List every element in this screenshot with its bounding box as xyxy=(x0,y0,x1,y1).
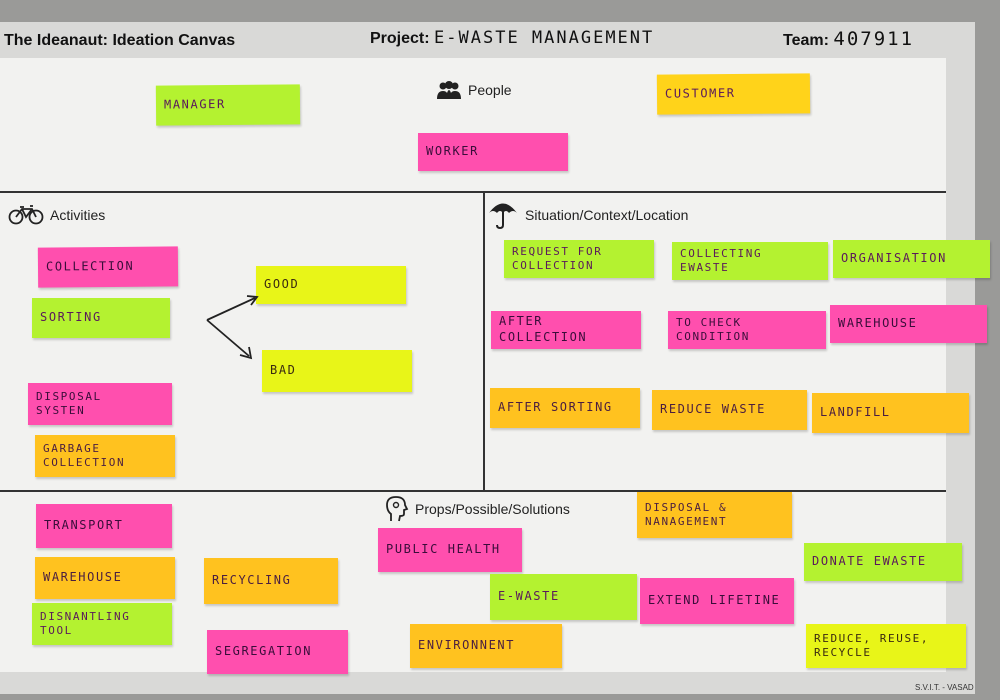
note-after-sorting: AFTER SORTING xyxy=(490,388,640,428)
section-props: Props/Possible/Solutions xyxy=(385,495,570,523)
note-customer: CUSTOMER xyxy=(656,73,811,115)
note-garbage-collection: GARBAGE COLLECTION xyxy=(35,435,175,477)
note-donate-ewaste: DONATE EWASTE xyxy=(804,543,962,581)
note-manager: MANAGER xyxy=(155,84,301,126)
umbrella-icon xyxy=(489,203,517,230)
canvas-title: The Ideanaut: Ideation Canvas xyxy=(4,32,236,49)
divider-activities-situation xyxy=(483,191,485,491)
note-organisation: ORGANISATION xyxy=(833,240,990,278)
project-header: Project: E-WASTE MANAGEMENT xyxy=(370,28,654,48)
note-transport: TRANSPORT xyxy=(36,504,172,548)
project-label: Project: xyxy=(370,30,430,47)
bicycle-icon xyxy=(8,205,44,225)
footer-stamp: S.V.I.T. - VASAD xyxy=(915,683,974,692)
note-collecting-ewaste: COLLECTING EWASTE xyxy=(672,242,828,280)
section-activities-label: Activities xyxy=(50,207,106,223)
section-props-label: Props/Possible/Solutions xyxy=(415,501,570,517)
section-situation: Situation/Context/Location xyxy=(487,200,688,230)
note-after-collection: AFTER COLLECTION xyxy=(491,311,641,349)
divider-props xyxy=(0,490,946,492)
people-icon xyxy=(437,81,461,99)
note-segregation: SEGREGATION xyxy=(207,630,348,674)
note-extend-lifetime: EXTEND LIFETINE xyxy=(640,578,794,624)
note-sorting: SORTING xyxy=(32,298,170,338)
section-people-label: People xyxy=(468,82,512,98)
section-people: People xyxy=(436,80,512,100)
note-environment: ENVIRONNENT xyxy=(410,624,562,668)
note-good: GOOD xyxy=(256,266,406,304)
note-landfill: LANDFILL xyxy=(812,393,969,433)
team-header: Team: 407911 xyxy=(783,28,914,50)
branch-arrows xyxy=(206,295,259,360)
project-value: E-WASTE MANAGEMENT xyxy=(434,28,655,48)
team-label: Team: xyxy=(783,32,829,49)
note-warehouse-situation: WAREHOUSE xyxy=(830,305,987,343)
note-reduce-reuse-recycle: REDUCE, REUSE, RECYCLE xyxy=(806,624,966,668)
note-public-health: PUBLIC HEALTH xyxy=(378,528,522,572)
note-to-check-condition: TO CHECK CONDITION xyxy=(668,311,826,349)
note-disposal-system: DISPOSAL SYSTEN xyxy=(28,383,172,425)
section-activities: Activities xyxy=(8,205,105,225)
note-request-for-collection: REQUEST FOR COLLECTION xyxy=(504,240,654,278)
note-bad: BAD xyxy=(262,350,412,392)
note-warehouse-props: WAREHOUSE xyxy=(35,557,175,599)
note-reduce-waste: REDUCE WASTE xyxy=(652,390,807,430)
note-collection: COLLECTION xyxy=(37,246,179,288)
team-value: 407911 xyxy=(833,28,915,50)
divider-people xyxy=(0,191,946,193)
note-disposal-management: DISPOSAL & NANAGEMENT xyxy=(637,492,792,538)
note-worker: WORKER xyxy=(418,133,568,171)
section-situation-label: Situation/Context/Location xyxy=(525,207,689,223)
head-icon xyxy=(386,496,409,522)
note-dismantling-tool: DISNANTLING TOOL xyxy=(32,603,172,645)
note-recycling: RECYCLING xyxy=(204,558,338,604)
note-e-waste: E-WASTE xyxy=(490,574,637,620)
